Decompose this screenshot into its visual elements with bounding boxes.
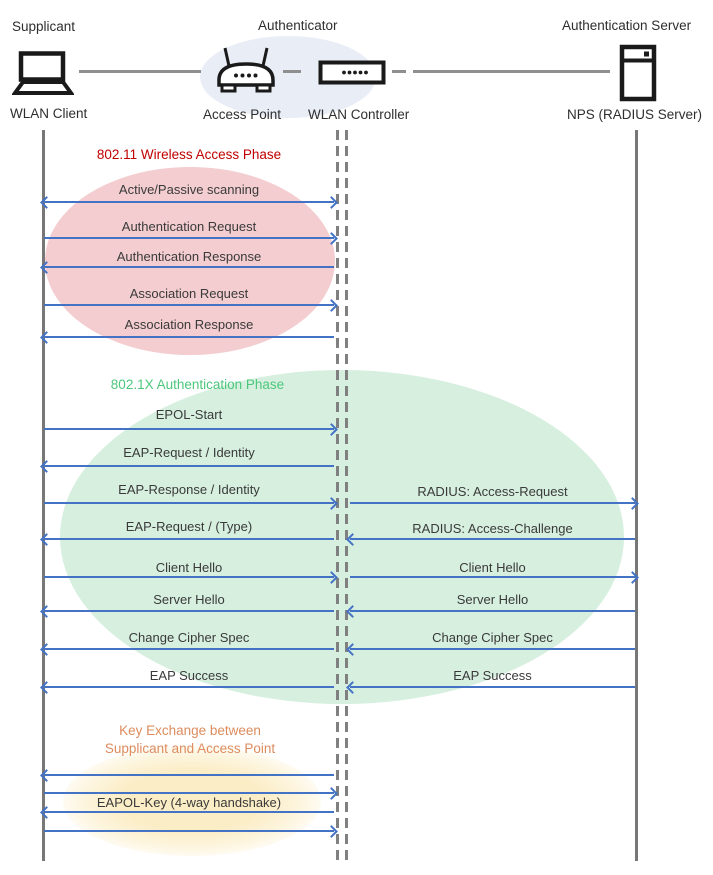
msg-eap-request-type: EAP-Request / (Type) <box>125 519 253 534</box>
msg-eap-success-right: EAP Success <box>453 668 532 683</box>
msg-association-response: Association Response <box>124 317 254 332</box>
msg-server-hello-left: Server Hello <box>153 592 225 607</box>
arrow-eapol-key-2 <box>44 792 334 794</box>
msg-eap-response-identity: EAP-Response / Identity <box>118 482 260 497</box>
arrow-active-passive-scanning <box>44 201 334 203</box>
lifeline-wlan-controller-right <box>345 130 348 861</box>
arrow-epol-start <box>44 428 334 430</box>
msg-active-passive-scanning: Active/Passive scanning <box>118 182 260 197</box>
device-label-access-point: Access Point <box>203 107 282 122</box>
arrow-eap-success-right <box>350 686 635 688</box>
arrow-radius-access-challenge <box>350 538 635 540</box>
arrow-client-hello-left <box>44 576 334 578</box>
server-icon <box>619 44 657 102</box>
arrow-radius-access-request <box>350 502 635 504</box>
arrow-server-hello-right <box>350 610 635 612</box>
lifeline-nps-server <box>635 130 638 861</box>
arrow-eap-response-identity <box>44 502 334 504</box>
arrow-authentication-request <box>44 237 334 239</box>
arrow-eap-request-type <box>44 538 334 540</box>
phase3-title: Key Exchange between Supplicant and Acce… <box>60 722 320 758</box>
phase2-title: 802.1X Authentication Phase <box>110 377 285 392</box>
arrow-association-response <box>44 336 334 338</box>
msg-change-cipher-spec-right: Change Cipher Spec <box>432 630 553 645</box>
arrow-change-cipher-spec-right <box>350 648 635 650</box>
arrow-change-cipher-spec-left <box>44 648 334 650</box>
lifeline-wlan-client <box>42 130 45 861</box>
msg-server-hello-right: Server Hello <box>456 592 529 607</box>
msg-eap-request-identity: EAP-Request / Identity <box>123 445 255 460</box>
lifeline-wlan-controller-left <box>336 130 339 861</box>
connector-dash-ap-controller <box>283 70 301 73</box>
msg-eap-success-left: EAP Success <box>149 668 229 683</box>
msg-eapol-key-4way-handshake: EAPOL-Key (4-way handshake) <box>96 795 282 810</box>
role-label-supplicant: Supplicant <box>12 19 76 34</box>
arrow-authentication-response <box>44 266 334 268</box>
msg-change-cipher-spec-left: Change Cipher Spec <box>128 630 250 645</box>
connector-dash-controller-server <box>392 70 406 73</box>
arrow-eapol-key-1 <box>44 774 334 776</box>
phase3-title-line1: Key Exchange between <box>119 723 261 738</box>
device-label-nps-radius-server: NPS (RADIUS Server) <box>567 107 703 122</box>
msg-association-request: Association Request <box>129 286 249 301</box>
laptop-icon <box>12 51 74 95</box>
arrow-server-hello-left <box>44 610 334 612</box>
connector-line-controller-server <box>413 70 610 73</box>
role-label-authentication-server: Authentication Server <box>562 18 692 33</box>
role-label-authenticator: Authenticator <box>258 18 338 33</box>
arrow-eap-success-left <box>44 686 334 688</box>
connector-line-client-ap <box>79 70 201 73</box>
phase3-ellipse <box>63 746 321 856</box>
arrow-eapol-key-4 <box>44 830 334 832</box>
msg-radius-access-request: RADIUS: Access-Request <box>417 484 568 499</box>
arrow-association-request <box>44 304 334 306</box>
access-point-icon <box>217 47 275 93</box>
arrow-eapol-key-3 <box>44 811 334 813</box>
arrow-client-hello-right <box>350 576 635 578</box>
msg-radius-access-challenge: RADIUS: Access-Challenge <box>412 521 573 536</box>
phase1-title: 802.11 Wireless Access Phase <box>96 147 282 162</box>
device-label-wlan-client: WLAN Client <box>10 106 88 121</box>
msg-authentication-request: Authentication Request <box>121 219 257 234</box>
msg-client-hello-left: Client Hello <box>155 560 223 575</box>
msg-epol-start: EPOL-Start <box>155 407 223 422</box>
phase1-ellipse <box>45 167 335 355</box>
wlan-controller-icon <box>318 60 386 85</box>
phase3-title-line2: Supplicant and Access Point <box>104 741 276 756</box>
msg-client-hello-right: Client Hello <box>459 560 526 575</box>
device-label-wlan-controller: WLAN Controller <box>308 107 410 122</box>
msg-authentication-response: Authentication Response <box>116 249 262 264</box>
arrow-eap-request-identity <box>44 465 334 467</box>
